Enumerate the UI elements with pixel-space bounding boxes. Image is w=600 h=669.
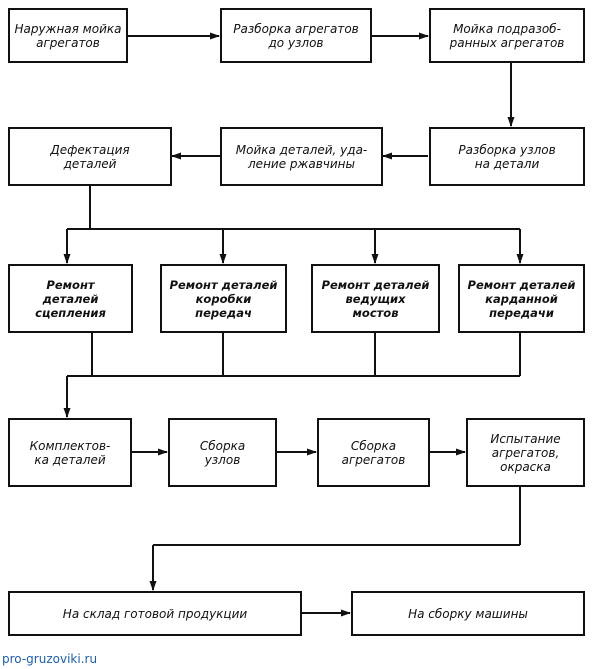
box-razborka-agregatov: Разборка агрегатов до узлов: [220, 8, 372, 63]
box-remont-korobki: Ремонт деталей коробки передач: [160, 264, 287, 333]
box-remont-scepleniya: Ремонт деталей сцепления: [8, 264, 133, 333]
box-sborka-agregatov: Сборка агрегатов: [317, 418, 430, 487]
box-defektaciya: Дефектация деталей: [8, 127, 172, 186]
box-naruzhnaya-moyka: Наружная мойка агрегатов: [8, 8, 128, 63]
box-remont-mostov: Ремонт деталей ведущих мостов: [311, 264, 440, 333]
box-remont-kardannoy: Ремонт деталей карданной передачи: [458, 264, 585, 333]
site-watermark: pro-gruzoviki.ru: [2, 652, 98, 666]
box-sborka-uzlov: Сборка узлов: [168, 418, 277, 487]
box-razborka-uzlov: Разборка узлов на детали: [429, 127, 585, 186]
box-moyka-detaley: Мойка деталей, уда- ление ржавчины: [220, 127, 383, 186]
box-na-sklad: На склад готовой продукции: [8, 591, 302, 636]
box-ispytanie: Испытание агрегатов, окраска: [466, 418, 585, 487]
box-moyka-podrazobrannyh: Мойка подразоб- ранных агрегатов: [429, 8, 585, 63]
box-komplektovka: Комплектов- ка деталей: [8, 418, 132, 487]
box-na-sborku: На сборку машины: [351, 591, 585, 636]
